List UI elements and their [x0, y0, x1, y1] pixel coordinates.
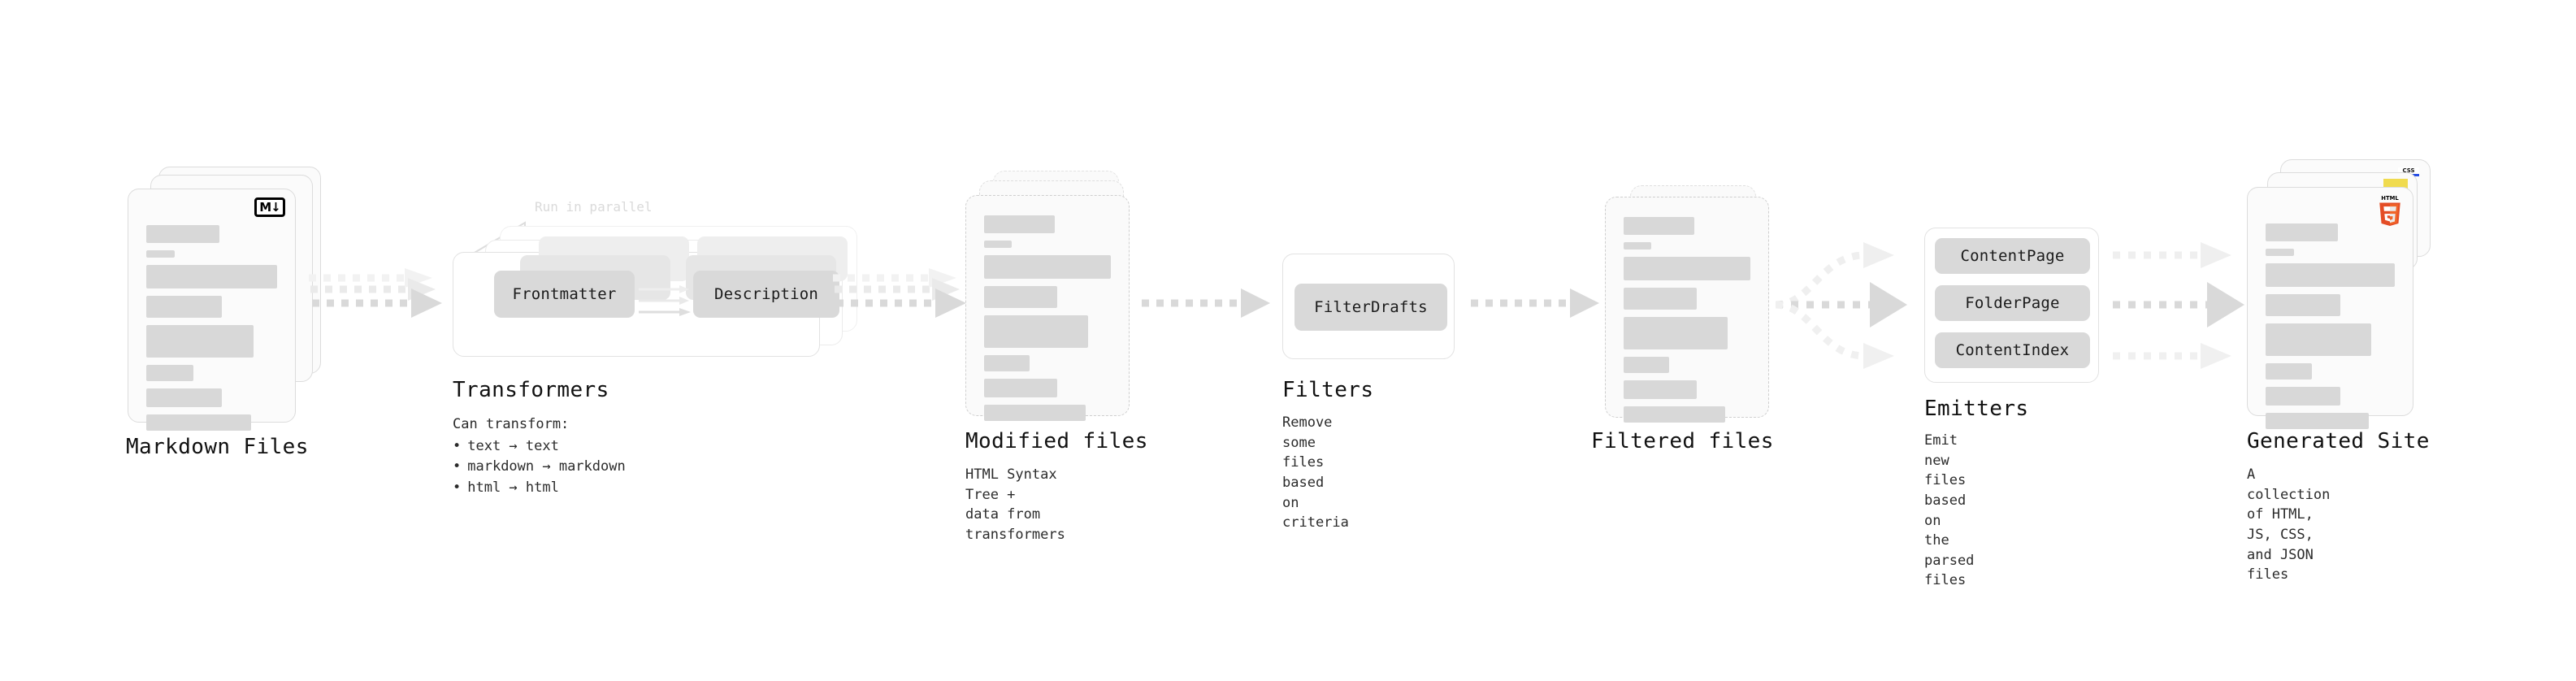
transformer-chip-frontmatter[interactable]: Frontmatter — [494, 271, 635, 318]
connector-filtered-to-emitters — [1775, 242, 1907, 369]
modified-sheet-front — [965, 195, 1130, 421]
site-sheet-content — [2266, 223, 2395, 436]
html5-icon: HTML — [2379, 195, 2400, 226]
connector-emitters-to-site — [2113, 242, 2244, 369]
modified-sheet-content — [984, 215, 1111, 428]
transformers-bullet-text: text → text — [453, 436, 626, 458]
connector-modified-to-filters — [1142, 288, 1270, 318]
transformer-chip-description[interactable]: Description — [693, 271, 839, 318]
svg-text:HTML: HTML — [2381, 195, 2399, 202]
emitter-chip-folderpage[interactable]: FolderPage — [1935, 285, 2090, 321]
generated-site-caption: A collection of HTML, JS, CSS, and JSON … — [2247, 466, 2331, 583]
transformers-title: Transformers — [453, 378, 609, 402]
filtered-sheet-front — [1605, 197, 1769, 423]
transformers-caption-lead: Can transform: — [453, 416, 570, 432]
emitters-title: Emitters — [1924, 397, 2029, 421]
emitters-box: ContentPage FolderPage ContentIndex — [1924, 228, 2099, 383]
emitter-chip-contentpage[interactable]: ContentPage — [1935, 238, 2090, 274]
connector-transformers-to-modified — [833, 268, 966, 318]
connector-markdown-to-transformers — [309, 268, 442, 318]
modified-files-title: Modified files — [965, 429, 1148, 453]
modified-files-caption: HTML Syntax Tree + data from transformer… — [965, 466, 1065, 543]
filters-caption: Remove some files based on criteria — [1282, 414, 1349, 531]
markdown-files-title: Markdown Files — [126, 435, 309, 459]
filters-title: Filters — [1282, 378, 1374, 402]
connector-filters-to-filtered — [1471, 288, 1599, 318]
emitters-caption: Emit new files based on the parsed files — [1924, 432, 1975, 589]
transformers-bullet-list: text → text markdown → markdown html → h… — [453, 436, 626, 499]
transformer-inner-arrows — [639, 285, 691, 316]
emitter-chip-contentindex[interactable]: ContentIndex — [1935, 332, 2090, 368]
filters-box: FilterDrafts — [1282, 254, 1455, 359]
markdown-icon: M↓ — [254, 197, 285, 217]
filtered-sheet-content — [1624, 217, 1750, 430]
markdown-sheet-front: M↓ — [128, 189, 296, 431]
run-in-parallel-label: Run in parallel — [535, 199, 653, 215]
filter-chip-filterdrafts[interactable]: FilterDrafts — [1295, 284, 1447, 331]
transformers-bullet-markdown: markdown → markdown — [453, 457, 625, 478]
site-sheet-front: HTML — [2247, 187, 2413, 429]
markdown-sheet-content — [146, 225, 277, 438]
generated-site-title: Generated Site — [2247, 429, 2430, 453]
transformers-caption: Can transform: text → text markdown → ma… — [453, 414, 626, 498]
filtered-files-title: Filtered files — [1591, 429, 1774, 453]
transformers-box: Frontmatter Description — [453, 236, 848, 357]
transformers-bullet-html: html → html — [453, 478, 626, 499]
